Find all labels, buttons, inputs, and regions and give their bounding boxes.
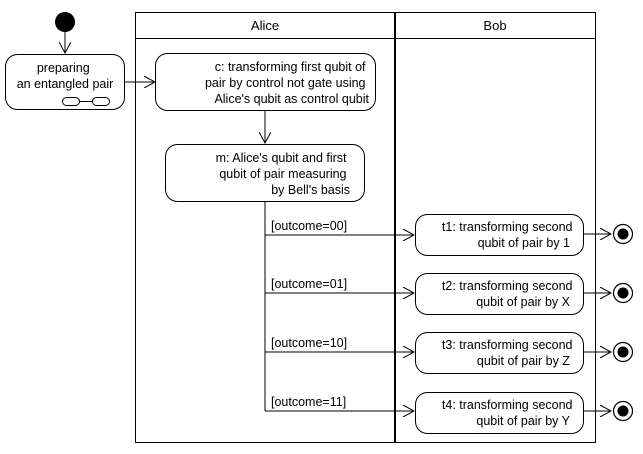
- action-t1: t1: transforming second qubit of pair by…: [415, 214, 584, 256]
- swimlane-alice-title: Alice: [251, 18, 279, 33]
- guard-outcome-01: [outcome=01]: [271, 277, 347, 291]
- m-line-3: by Bell's basis: [271, 183, 350, 197]
- svg-text:c: transforming first qubit of: c: transforming first qubit of pair by c…: [205, 60, 370, 106]
- t1-line-2: qubit of pair by 1: [478, 236, 570, 250]
- m-line-2: qubit of pair measuring: [219, 167, 346, 181]
- svg-text:t4: transforming second: t4: transforming second qubit of pair by…: [442, 398, 576, 428]
- prep-line-1: preparing: [37, 61, 90, 75]
- m-line-1: m: Alice's qubit and first: [216, 151, 347, 165]
- svg-text:preparing an entangled p: preparing an entangled pair: [17, 61, 114, 91]
- action-t3: t3: transforming second qubit of pair by…: [415, 332, 584, 374]
- svg-text:t2: transforming second: t2: transforming second qubit of pair by…: [442, 279, 576, 309]
- swimlane-bob: Bob: [395, 12, 596, 443]
- t1-line-1: t1: transforming second: [442, 220, 573, 234]
- final-node-2: [612, 282, 634, 304]
- prep-line-2: an entangled pair: [17, 77, 114, 91]
- action-t2: t2: transforming second qubit of pair by…: [415, 273, 584, 315]
- action-m-bell-measure: m: Alice's qubit and first qubit of pair…: [165, 144, 365, 202]
- call-behavior-icon: [62, 97, 110, 106]
- action-preparing-pair: preparing an entangled pair: [5, 54, 125, 110]
- t4-line-1: t4: transforming second: [442, 398, 573, 412]
- svg-text:t1: transforming second: t1: transforming second qubit of pair by…: [442, 220, 576, 250]
- t2-line-1: t2: transforming second: [442, 279, 573, 293]
- t3-line-1: t3: transforming second: [442, 338, 573, 352]
- t2-line-2: qubit of pair by X: [476, 295, 570, 309]
- guard-outcome-11: [outcome=11]: [271, 395, 346, 409]
- final-node-1: [612, 223, 634, 245]
- c-line-3: Alice's qubit as control qubit: [214, 92, 369, 106]
- svg-text:t3: transforming second: t3: transforming second qubit of pair by…: [442, 338, 576, 368]
- t4-line-2: qubit of pair by Y: [476, 414, 570, 428]
- final-node-4: [612, 400, 634, 422]
- c-line-1: c: transforming first qubit of: [215, 60, 366, 74]
- swimlane-alice: Alice: [135, 12, 395, 443]
- final-node-3: [612, 341, 634, 363]
- guard-outcome-10: [outcome=10]: [271, 336, 347, 350]
- initial-node: [55, 12, 75, 32]
- action-c-cnot: c: transforming first qubit of pair by c…: [155, 53, 376, 111]
- c-line-2: pair by control not gate using: [205, 76, 366, 90]
- swimlane-bob-title: Bob: [483, 18, 506, 33]
- action-t4: t4: transforming second qubit of pair by…: [415, 392, 584, 434]
- guard-outcome-00: [outcome=00]: [271, 219, 347, 233]
- svg-text:m: Alice's qubit and first: m: Alice's qubit and first qubit of pair…: [216, 151, 350, 197]
- t3-line-2: qubit of pair by Z: [477, 354, 570, 368]
